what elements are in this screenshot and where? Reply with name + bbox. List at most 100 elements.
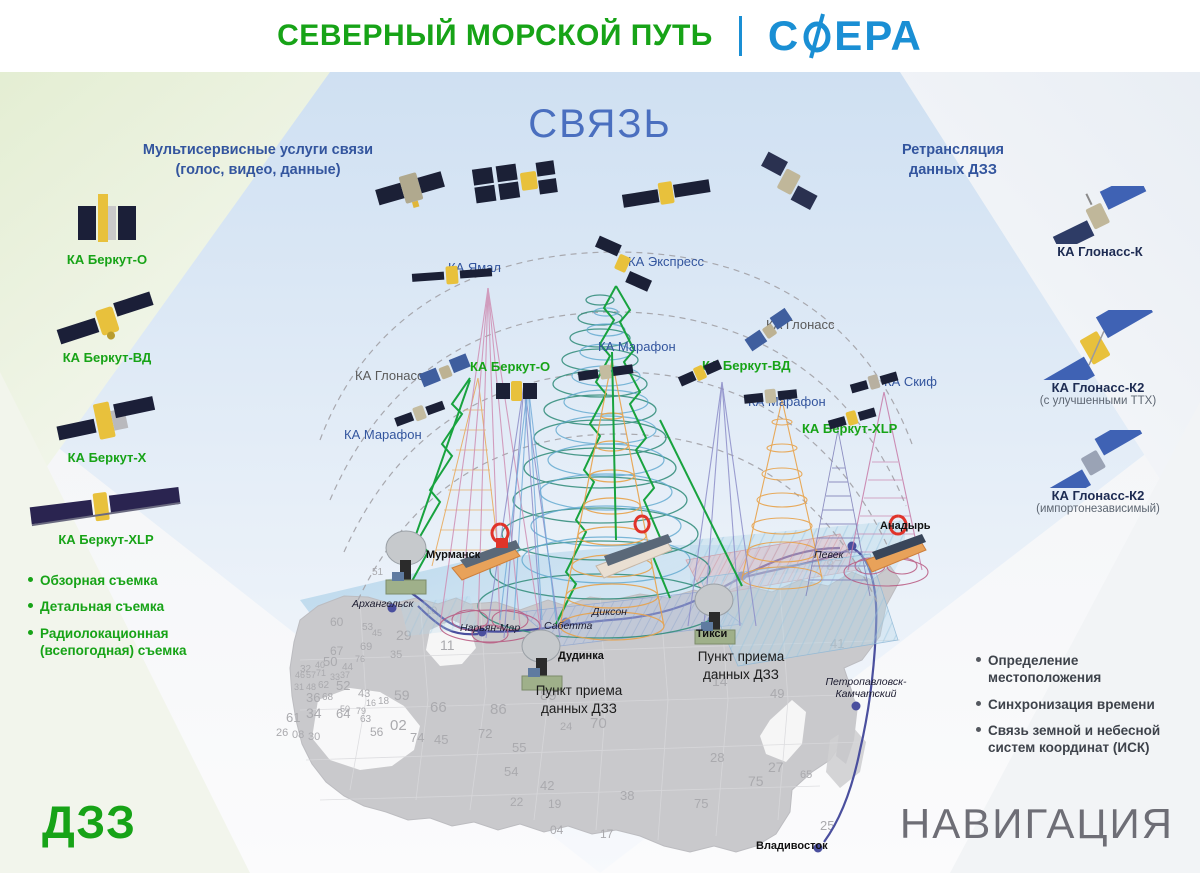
beam-cone-purple (485, 381, 757, 639)
scene-label-marafon-left: КА Марафон (344, 427, 422, 442)
satellite-icon-berkut-o-scene (494, 375, 540, 405)
ship-icon-east (865, 514, 927, 573)
left-bullet-3: Радиолокационная (всепогодная) съемка (28, 625, 223, 660)
logo-letter-c: С (767, 12, 801, 59)
section-title-navigation: НАВИГАЦИЯ (899, 800, 1174, 847)
city-label-petropavlovsk: Петропавловск-Камчатский (825, 676, 907, 701)
svg-text:38: 38 (620, 788, 634, 803)
downlink-green (411, 351, 743, 587)
page-title: СЕВЕРНЫЙ МОРСКОЙ ПУТЬ (277, 19, 713, 52)
svg-text:50: 50 (323, 654, 337, 669)
left-bullet-2: Детальная съемка (28, 598, 223, 615)
left-bullet-3-text: Радиолокационная (всепогодная) съемка (40, 625, 187, 658)
city-label-naryan-mar: Нарьян-Мар (460, 622, 521, 634)
satellite-icon-berkut-xlp-scene (826, 404, 878, 432)
svg-text:16: 16 (366, 698, 376, 708)
scene-label-berkut-vd: КА Беркут-ВД (702, 358, 791, 373)
satellite-icon-express (588, 235, 660, 292)
svg-text:32: 32 (300, 664, 312, 675)
city-label-murmansk: Мурманск (426, 549, 481, 561)
beam-cone-skyblue (499, 383, 557, 621)
panel-label-berkut-vd: КА Беркут-ВД (62, 350, 152, 365)
satellite-icon-berkut-xlp (29, 487, 181, 527)
svg-text:42: 42 (540, 778, 554, 793)
svg-text:17: 17 (600, 827, 614, 841)
satellite-icon-yamal (408, 258, 498, 292)
right-bullet-2: Синхронизация времени (976, 696, 1191, 713)
right-bullet-list: Определение местоположения Синхронизация… (976, 652, 1191, 765)
ground-station-antenna-tiksi (694, 583, 736, 645)
svg-text:34: 34 (306, 705, 322, 721)
ground-station-antenna-murmansk (385, 530, 427, 595)
satellite-icon-glonass-k2 (1042, 310, 1153, 380)
city-label-anadyr: Анадырь (880, 520, 931, 532)
panel-sublabel-glonass-k2-import: (импортонезависимый) (1036, 503, 1160, 515)
satellite-icon-glonass-right (742, 307, 798, 352)
caption-multiservice: Мультисервисные услуги связи (голос, вид… (118, 141, 398, 180)
svg-text:52: 52 (336, 678, 350, 693)
logo-letters-era: ЕРА (834, 12, 923, 59)
svg-text:14: 14 (712, 673, 728, 689)
svg-text:18: 18 (378, 696, 390, 707)
svg-text:69: 69 (360, 641, 372, 653)
city-label-dikson: Диксон (592, 606, 627, 618)
right-bullet-2-text: Синхронизация времени (988, 696, 1155, 712)
panel-item-berkut-x: КА Беркут-Х (22, 388, 192, 465)
right-bullet-3: Связь земной и небесной систем координат… (976, 722, 1191, 757)
svg-text:36: 36 (306, 690, 320, 705)
svg-text:62: 62 (318, 680, 330, 691)
satellite-icon-marafon-right (742, 382, 800, 410)
svg-text:40: 40 (315, 660, 325, 670)
satellite-icon-comm-2 (468, 152, 560, 212)
svg-text:31: 31 (294, 682, 304, 692)
panel-item-berkut-xlp: КА Беркут-XLP (6, 478, 206, 547)
bullet-dot-icon (28, 577, 33, 582)
svg-text:57: 57 (306, 670, 316, 680)
satellite-icon-comm-1 (370, 160, 452, 216)
svg-text:33: 33 (330, 672, 340, 682)
satellite-icon-berkut-vd-scene (676, 358, 724, 388)
svg-text:22: 22 (510, 795, 524, 809)
svg-text:11: 11 (440, 637, 455, 653)
right-bullet-1: Определение местоположения (976, 652, 1191, 687)
ground-station-antenna-dudinka (521, 629, 563, 691)
svg-text:45: 45 (372, 628, 382, 638)
header-divider (738, 16, 742, 56)
panel-label-berkut-xlp: КА Беркут-XLP (58, 532, 154, 547)
panel-label-glonass-k: КА Глонасс-К (1057, 244, 1143, 259)
scene-label-berkut-xlp: КА Беркут-XLP (802, 421, 898, 436)
svg-text:55: 55 (512, 740, 526, 755)
svg-text:53: 53 (362, 622, 374, 633)
left-bullet-1: Обзорная съемка (28, 572, 223, 589)
panel-label-glonass-k2-import: КА Глонасс-К2 (1051, 488, 1145, 503)
bullet-dot-icon (976, 726, 981, 732)
svg-text:60: 60 (330, 615, 344, 629)
city-label-sabetta: Сабетта (544, 620, 593, 632)
ground-station-caption-west: Пункт приема данных ДЗЗ (514, 682, 644, 717)
svg-text:59: 59 (394, 687, 410, 703)
caption-relay: Ретрансляция данных ДЗЗ (858, 141, 1048, 180)
svg-text:45: 45 (434, 732, 448, 747)
svg-text:74: 74 (410, 730, 424, 745)
svg-text:66: 66 (430, 699, 447, 716)
logo-phi-icon (800, 13, 834, 59)
bullet-dot-icon (28, 629, 33, 635)
satellite-icon-glonass-k (1052, 186, 1147, 244)
svg-text:75: 75 (748, 773, 764, 789)
svg-text:43: 43 (358, 688, 370, 700)
svg-text:65: 65 (800, 769, 812, 781)
satellite-icon-glonass-left (418, 352, 474, 392)
city-label-vladivostok: Владивосток (756, 840, 828, 852)
left-bullet-1-text: Обзорная съемка (40, 573, 158, 588)
svg-text:49: 49 (770, 686, 784, 701)
svg-text:19: 19 (548, 797, 562, 811)
caption-relay-line2: данных ДЗЗ (909, 161, 997, 178)
panel-label-glonass-k2-ttx: КА Глонасс-К2 (1051, 380, 1145, 395)
svg-text:56: 56 (370, 725, 384, 739)
panel-label-berkut-x: КА Беркут-Х (67, 450, 147, 465)
satellite-icon-berkut-o (78, 194, 136, 242)
city-label-arkhangelsk: Архангельск (352, 598, 414, 610)
satellite-icon-marafon-left (392, 398, 448, 428)
svg-text:64: 64 (336, 706, 350, 721)
ship-icon-west (451, 522, 521, 581)
